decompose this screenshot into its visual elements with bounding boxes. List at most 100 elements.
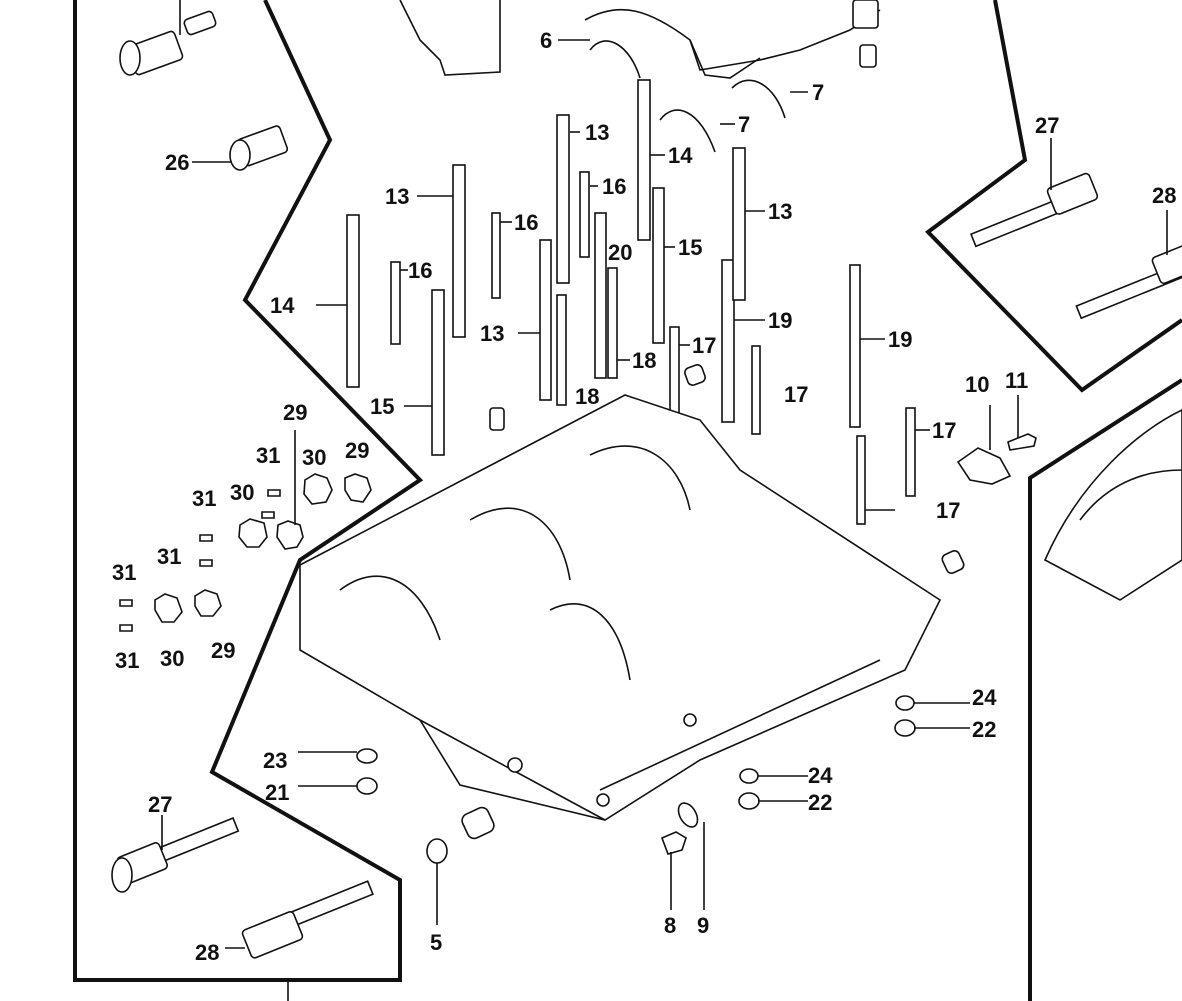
stud — [721, 259, 735, 423]
washer-24a — [895, 695, 915, 711]
dowel-pin — [489, 407, 505, 431]
callout-29: 29 — [211, 638, 235, 663]
callout-30: 30 — [160, 646, 184, 671]
callout-9: 9 — [697, 913, 709, 938]
callout-31: 31 — [112, 560, 136, 585]
callout-26: 26 — [165, 150, 189, 175]
nut-21 — [356, 777, 378, 795]
callout-17: 17 — [784, 382, 808, 407]
callout-28: 28 — [1152, 183, 1176, 208]
callout-24: 24 — [972, 685, 997, 710]
stud — [346, 214, 360, 388]
callout-15: 15 — [678, 235, 702, 260]
plug-26 — [229, 125, 289, 171]
callout-20: 20 — [608, 240, 632, 265]
dowel-pin — [684, 364, 706, 386]
right-crankcase-fragment — [1043, 409, 1182, 601]
bearing-shell-6 — [589, 40, 641, 79]
callout-17: 17 — [692, 333, 716, 358]
callout-7: 7 — [812, 80, 824, 105]
plug-27-right — [969, 172, 1099, 248]
callout-29: 29 — [345, 438, 369, 463]
stud — [491, 212, 501, 299]
leader-lines — [161, 0, 1168, 1001]
callout-22: 22 — [972, 717, 996, 742]
callout-10: 10 — [965, 372, 989, 397]
stud — [452, 164, 466, 338]
callout-27: 27 — [148, 792, 172, 817]
callout-7: 7 — [738, 112, 750, 137]
callout-23: 23 — [263, 748, 287, 773]
stud — [637, 79, 651, 241]
plug-28-right — [1075, 243, 1182, 320]
callout-labels: 6 7 7 13 14 16 13 16 13 15 20 16 14 13 1… — [112, 28, 1176, 965]
callout-13: 13 — [768, 199, 792, 224]
callout-19: 19 — [888, 327, 912, 352]
callout-14: 14 — [270, 293, 295, 318]
stud — [607, 267, 618, 379]
group-boundary-right — [1028, 378, 1182, 1001]
stud — [579, 171, 590, 258]
plug-27-left — [111, 816, 240, 893]
callout-30: 30 — [302, 445, 326, 470]
callout-13: 13 — [385, 184, 409, 209]
callout-16: 16 — [514, 210, 538, 235]
studs — [346, 79, 916, 525]
callout-18: 18 — [632, 348, 656, 373]
callout-24: 24 — [808, 763, 833, 788]
callout-14: 14 — [668, 143, 693, 168]
stud — [539, 239, 552, 401]
plug-28-left — [241, 880, 374, 959]
callout-30: 30 — [230, 480, 254, 505]
callout-17: 17 — [932, 418, 956, 443]
upper-crankcase-fragment — [399, 0, 881, 79]
callout-13: 13 — [480, 321, 504, 346]
group-boundary-left — [73, 0, 424, 982]
callout-31: 31 — [192, 486, 216, 511]
plug-top-left — [119, 10, 217, 76]
stud — [732, 147, 746, 301]
dowel-pin — [941, 549, 965, 575]
stud — [431, 289, 445, 456]
washer-24b — [739, 768, 759, 784]
bearing-shell-7a — [731, 79, 786, 119]
callout-29: 29 — [283, 400, 307, 425]
callout-27: 27 — [1035, 113, 1059, 138]
callout-15: 15 — [370, 394, 394, 419]
washer-23 — [356, 748, 378, 764]
stud — [390, 261, 401, 345]
lower-crankcase — [299, 394, 942, 821]
drain-bolt-8 — [660, 831, 687, 855]
callout-22: 22 — [808, 790, 832, 815]
bolt-11 — [1007, 433, 1037, 451]
group-boundary-top-right — [924, 0, 1182, 393]
callout-11: 11 — [1005, 368, 1028, 393]
callout-5: 5 — [430, 930, 442, 955]
callout-16: 16 — [602, 174, 626, 199]
nut-22a — [894, 719, 916, 737]
callout-31: 31 — [256, 443, 280, 468]
stud — [905, 407, 916, 497]
callout-17: 17 — [936, 498, 960, 523]
callout-31: 31 — [157, 544, 181, 569]
washer-5 — [426, 838, 448, 864]
callout-8: 8 — [664, 913, 676, 938]
stud — [556, 294, 567, 406]
stud — [751, 345, 761, 435]
callout-21: 21 — [265, 780, 289, 805]
callout-31: 31 — [115, 648, 139, 673]
gasket-9 — [677, 802, 699, 828]
callout-6: 6 — [540, 28, 552, 53]
oil-jet-caps — [119, 473, 372, 632]
stud — [594, 212, 607, 379]
stud — [556, 114, 570, 284]
stud — [856, 435, 866, 525]
callout-18: 18 — [575, 384, 599, 409]
bearing-shell-7b — [659, 109, 716, 153]
callout-28: 28 — [195, 940, 219, 965]
stud — [849, 264, 861, 428]
stud — [652, 187, 665, 344]
callout-13: 13 — [585, 120, 609, 145]
callout-16: 16 — [408, 258, 432, 283]
callout-19: 19 — [768, 308, 792, 333]
